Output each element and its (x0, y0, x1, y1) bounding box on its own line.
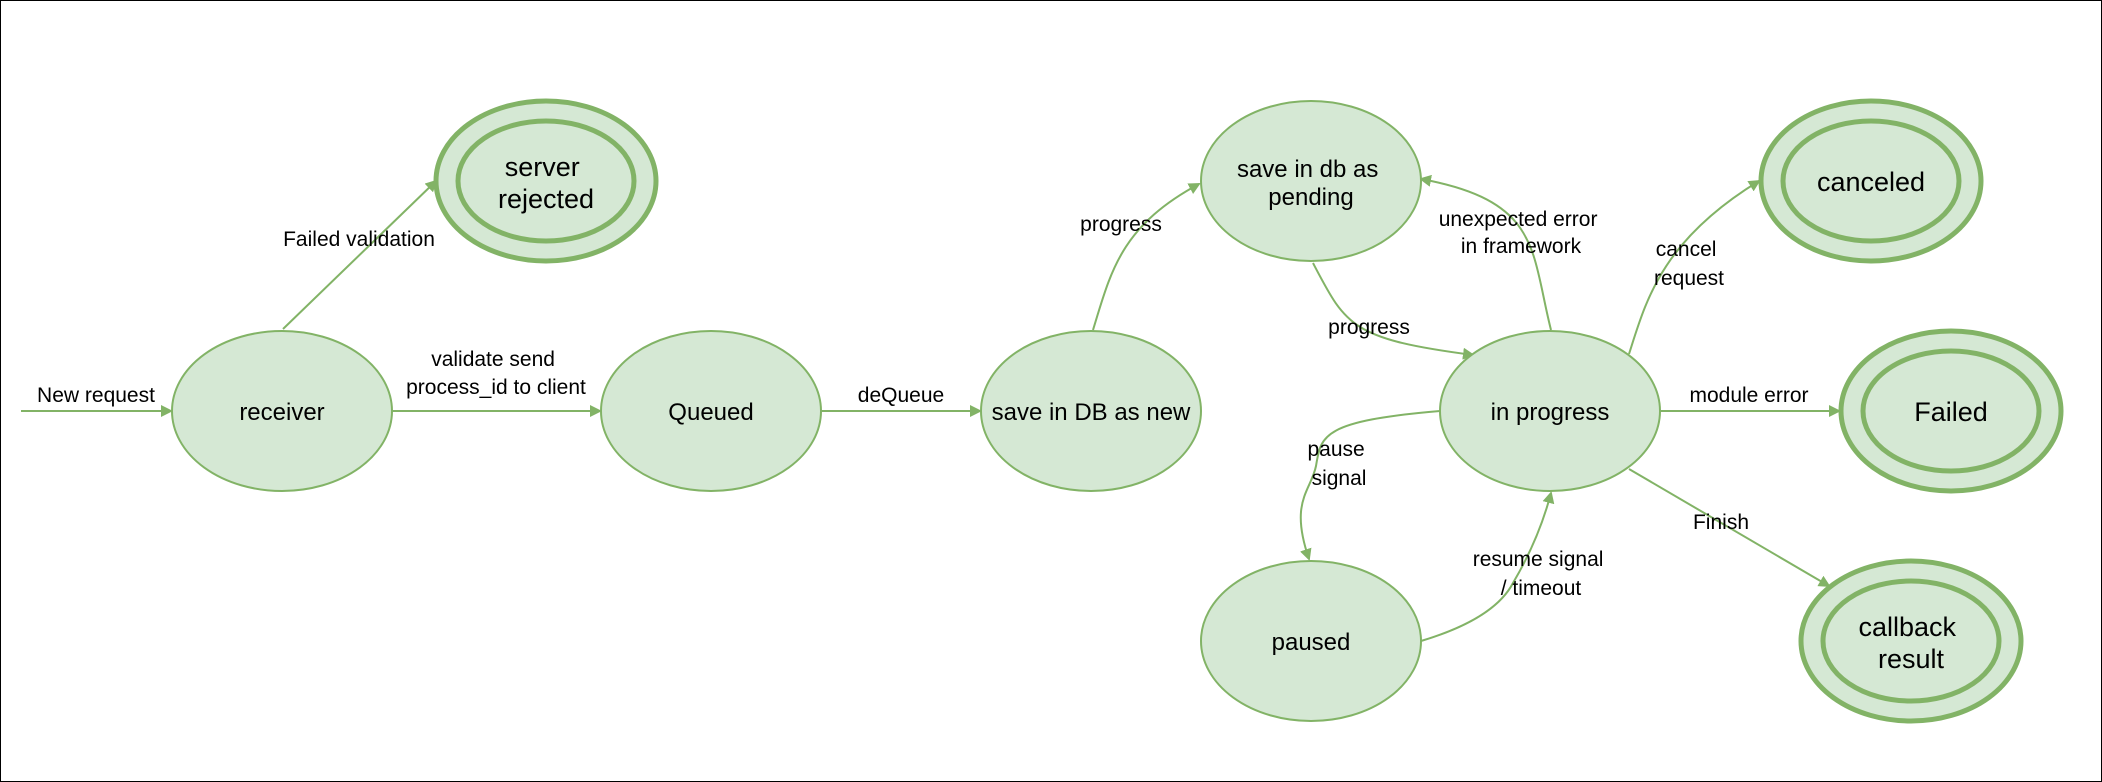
edge-label-finish: Finish (1693, 511, 1749, 534)
state-save-in-db-as-new-shape (980, 330, 1202, 492)
edge-progress-2 (1312, 262, 1475, 360)
state-server-rejected-inner-ring (455, 118, 637, 244)
edge-progress-1 (1092, 183, 1201, 331)
edge-label-pause-signal: pause signal (1307, 438, 1370, 490)
edge-cancel-request (1628, 179, 1761, 355)
edge-finish (1628, 468, 1831, 588)
state-canceled-inner-ring (1780, 118, 1962, 244)
state-paused-label: paused (1272, 629, 1351, 656)
state-paused[interactable]: paused (1200, 560, 1422, 722)
edge-labels: New request Failed validation validate s… (37, 208, 1808, 600)
edge-label-progress-1: progress (1080, 213, 1162, 236)
state-save-in-db-as-new[interactable]: save in DB as new (980, 330, 1202, 492)
edge-label-validate-send: validate send process_id to client (406, 348, 586, 399)
edge-failed-validation (282, 179, 438, 330)
state-callback-result-outer-ring (1798, 558, 2024, 724)
state-in-progress[interactable]: in progress (1439, 330, 1661, 492)
state-in-progress-shape (1439, 330, 1661, 492)
state-server-rejected-outer-ring (433, 98, 659, 264)
state-callback-result[interactable]: callback result (1798, 558, 2024, 724)
edge-label-cancel-request: cancel request (1654, 238, 1724, 290)
state-paused-shape (1200, 560, 1422, 722)
edge-label-unexpected-error: unexpected error in framework (1439, 208, 1604, 258)
edge-label-resume-signal: resume signal / timeout (1473, 548, 1610, 600)
edge-label-failed-validation: Failed validation (283, 228, 435, 251)
state-server-rejected[interactable]: server rejected (433, 98, 659, 264)
edge-label-new-request: New request (37, 384, 155, 407)
edge-resume-signal (1420, 491, 1555, 642)
nodes: receiver Queued save in DB as new save i… (171, 98, 2064, 724)
state-receiver[interactable]: receiver (171, 330, 393, 492)
state-save-in-db-as-new-label: save in DB as new (992, 399, 1191, 426)
edge-label-progress-2: progress (1328, 316, 1410, 339)
edge-label-dequeue: deQueue (858, 384, 944, 407)
state-canceled-outer-ring (1758, 98, 1984, 264)
state-callback-result-inner-ring (1820, 578, 2002, 704)
edge-unexpected-error (1419, 174, 1552, 331)
state-server-rejected-label: server rejected (498, 152, 594, 214)
state-queued[interactable]: Queued (600, 330, 822, 492)
state-save-in-db-as-pending[interactable]: save in db as pending (1200, 100, 1422, 262)
state-in-progress-label: in progress (1491, 399, 1610, 426)
state-save-in-db-as-pending-label: save in db as pending (1237, 156, 1385, 211)
state-save-in-db-as-pending-shape (1200, 100, 1422, 262)
edge-label-module-error: module error (1689, 384, 1808, 407)
edge-pause-signal (1299, 410, 1441, 561)
edges (21, 174, 1841, 642)
state-failed-inner-ring (1860, 348, 2042, 474)
state-canceled[interactable]: canceled (1758, 98, 1984, 264)
state-canceled-label: canceled (1817, 167, 1925, 197)
state-queued-shape (600, 330, 822, 492)
state-queued-label: Queued (668, 399, 753, 426)
state-callback-result-label: callback result (1858, 612, 1963, 674)
state-receiver-shape (171, 330, 393, 492)
state-failed[interactable]: Failed (1838, 328, 2064, 494)
state-failed-outer-ring (1838, 328, 2064, 494)
state-receiver-label: receiver (239, 399, 324, 426)
state-failed-label: Failed (1914, 397, 1988, 427)
